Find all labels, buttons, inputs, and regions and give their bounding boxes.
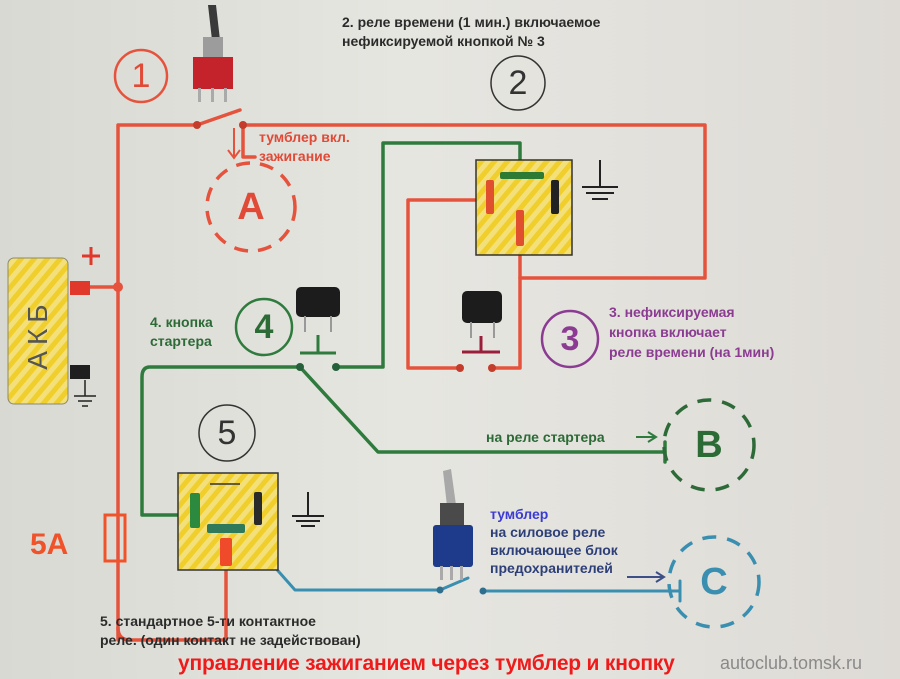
toggle-switch-1 xyxy=(193,5,233,102)
junction-dot xyxy=(113,282,123,292)
output-a-circle xyxy=(205,161,297,253)
watermark: autoclub.tomsk.ru xyxy=(720,653,863,673)
plus-icon xyxy=(82,247,100,265)
toggle-power-contact xyxy=(479,587,487,595)
toggle-1-desc-line2: зажигание xyxy=(259,148,331,164)
circle-3-number: 3 xyxy=(560,320,580,358)
output-a-letter: A xyxy=(237,186,265,228)
arrow-to-c-icon xyxy=(627,571,666,583)
battery-label: АКБ xyxy=(22,298,53,370)
label-circle-2 xyxy=(490,55,546,111)
button-4-desc-line1: 4. кнопка xyxy=(150,314,213,330)
battery xyxy=(7,247,100,407)
button-3-desc-line2: кнопка включает xyxy=(609,324,727,340)
label-circle-1 xyxy=(113,48,169,104)
arrow-to-b-icon xyxy=(636,431,658,443)
arrow-to-a-icon xyxy=(227,128,241,160)
circle-4-number: 4 xyxy=(254,308,274,346)
relay-2-desc-line2: нефиксируемой кнопкой № 3 xyxy=(342,33,545,49)
output-c-letter: C xyxy=(700,561,728,603)
circle-2-number: 2 xyxy=(508,64,528,102)
button-4-desc-line2: стартера xyxy=(150,333,212,349)
button-3-description: 3. нефиксируемая кнопка включает реле вр… xyxy=(609,302,774,362)
button-4-description: 4. кнопка стартера xyxy=(150,313,213,351)
toggle-power-desc-line3: включающее блок xyxy=(490,542,618,558)
timer-relay-2 xyxy=(475,159,618,256)
relay-5-desc-line2: реле. (один контакт не задействован) xyxy=(100,632,361,648)
toggle-power-desc-line2: на силовое реле xyxy=(490,524,606,540)
toggle-1-desc-line1: тумблер вкл. xyxy=(259,129,350,145)
relay-5-desc-line1: 5. стандартное 5-ти контактное xyxy=(100,613,316,629)
battery-plus-terminal xyxy=(70,281,90,295)
output-b-description: на реле стартера xyxy=(486,429,605,445)
toggle-1-contact xyxy=(193,121,201,129)
button-4-contact xyxy=(332,363,340,371)
label-circle-5 xyxy=(198,404,256,462)
output-c-circle xyxy=(667,535,761,629)
button-3-contact xyxy=(488,364,496,372)
button-4-contact xyxy=(296,363,304,371)
fuse xyxy=(103,513,127,563)
label-circle-4 xyxy=(234,297,294,357)
relay-5 xyxy=(177,472,324,571)
toggle-1-description: тумблер вкл. зажигание xyxy=(259,128,350,166)
ground-icon xyxy=(292,492,324,527)
toggle-power-desc-line4: предохранителей xyxy=(490,560,613,576)
ground-icon xyxy=(74,380,96,407)
diagram-title: управление зажиганием через тумблер и кн… xyxy=(178,652,675,675)
output-b-letter: B xyxy=(695,424,723,466)
button-3-desc-line1: 3. нефиксируемая xyxy=(609,304,735,320)
toggle-power-contact xyxy=(436,586,444,594)
label-circle-3 xyxy=(540,309,600,369)
starter-button-4 xyxy=(296,287,340,355)
button-3-contact xyxy=(456,364,464,372)
button-3-desc-line3: реле времени (на 1мин) xyxy=(609,344,775,360)
timer-button-3 xyxy=(462,291,502,354)
circle-1-number: 1 xyxy=(131,57,151,95)
relay-2-description: 2. реле времени (1 мин.) включаемое нефи… xyxy=(342,13,600,51)
relay-2-desc-line1: 2. реле времени (1 мин.) включаемое xyxy=(342,14,601,30)
ground-icon xyxy=(582,160,618,200)
battery-minus-terminal xyxy=(70,365,90,379)
relay-5-description: 5. стандартное 5-ти контактное реле. (од… xyxy=(100,612,361,650)
positive-wire xyxy=(83,108,707,642)
circle-5-number: 5 xyxy=(217,414,237,452)
toggle-power-desc-line1: тумблер xyxy=(490,506,549,522)
output-b-circle xyxy=(662,398,756,492)
toggle-switch-power xyxy=(433,469,473,580)
toggle-power-description: тумблер на силовое реле включающее блок … xyxy=(490,505,618,577)
toggle-1-contact xyxy=(239,121,247,129)
fuse-label: 5А xyxy=(30,528,69,561)
